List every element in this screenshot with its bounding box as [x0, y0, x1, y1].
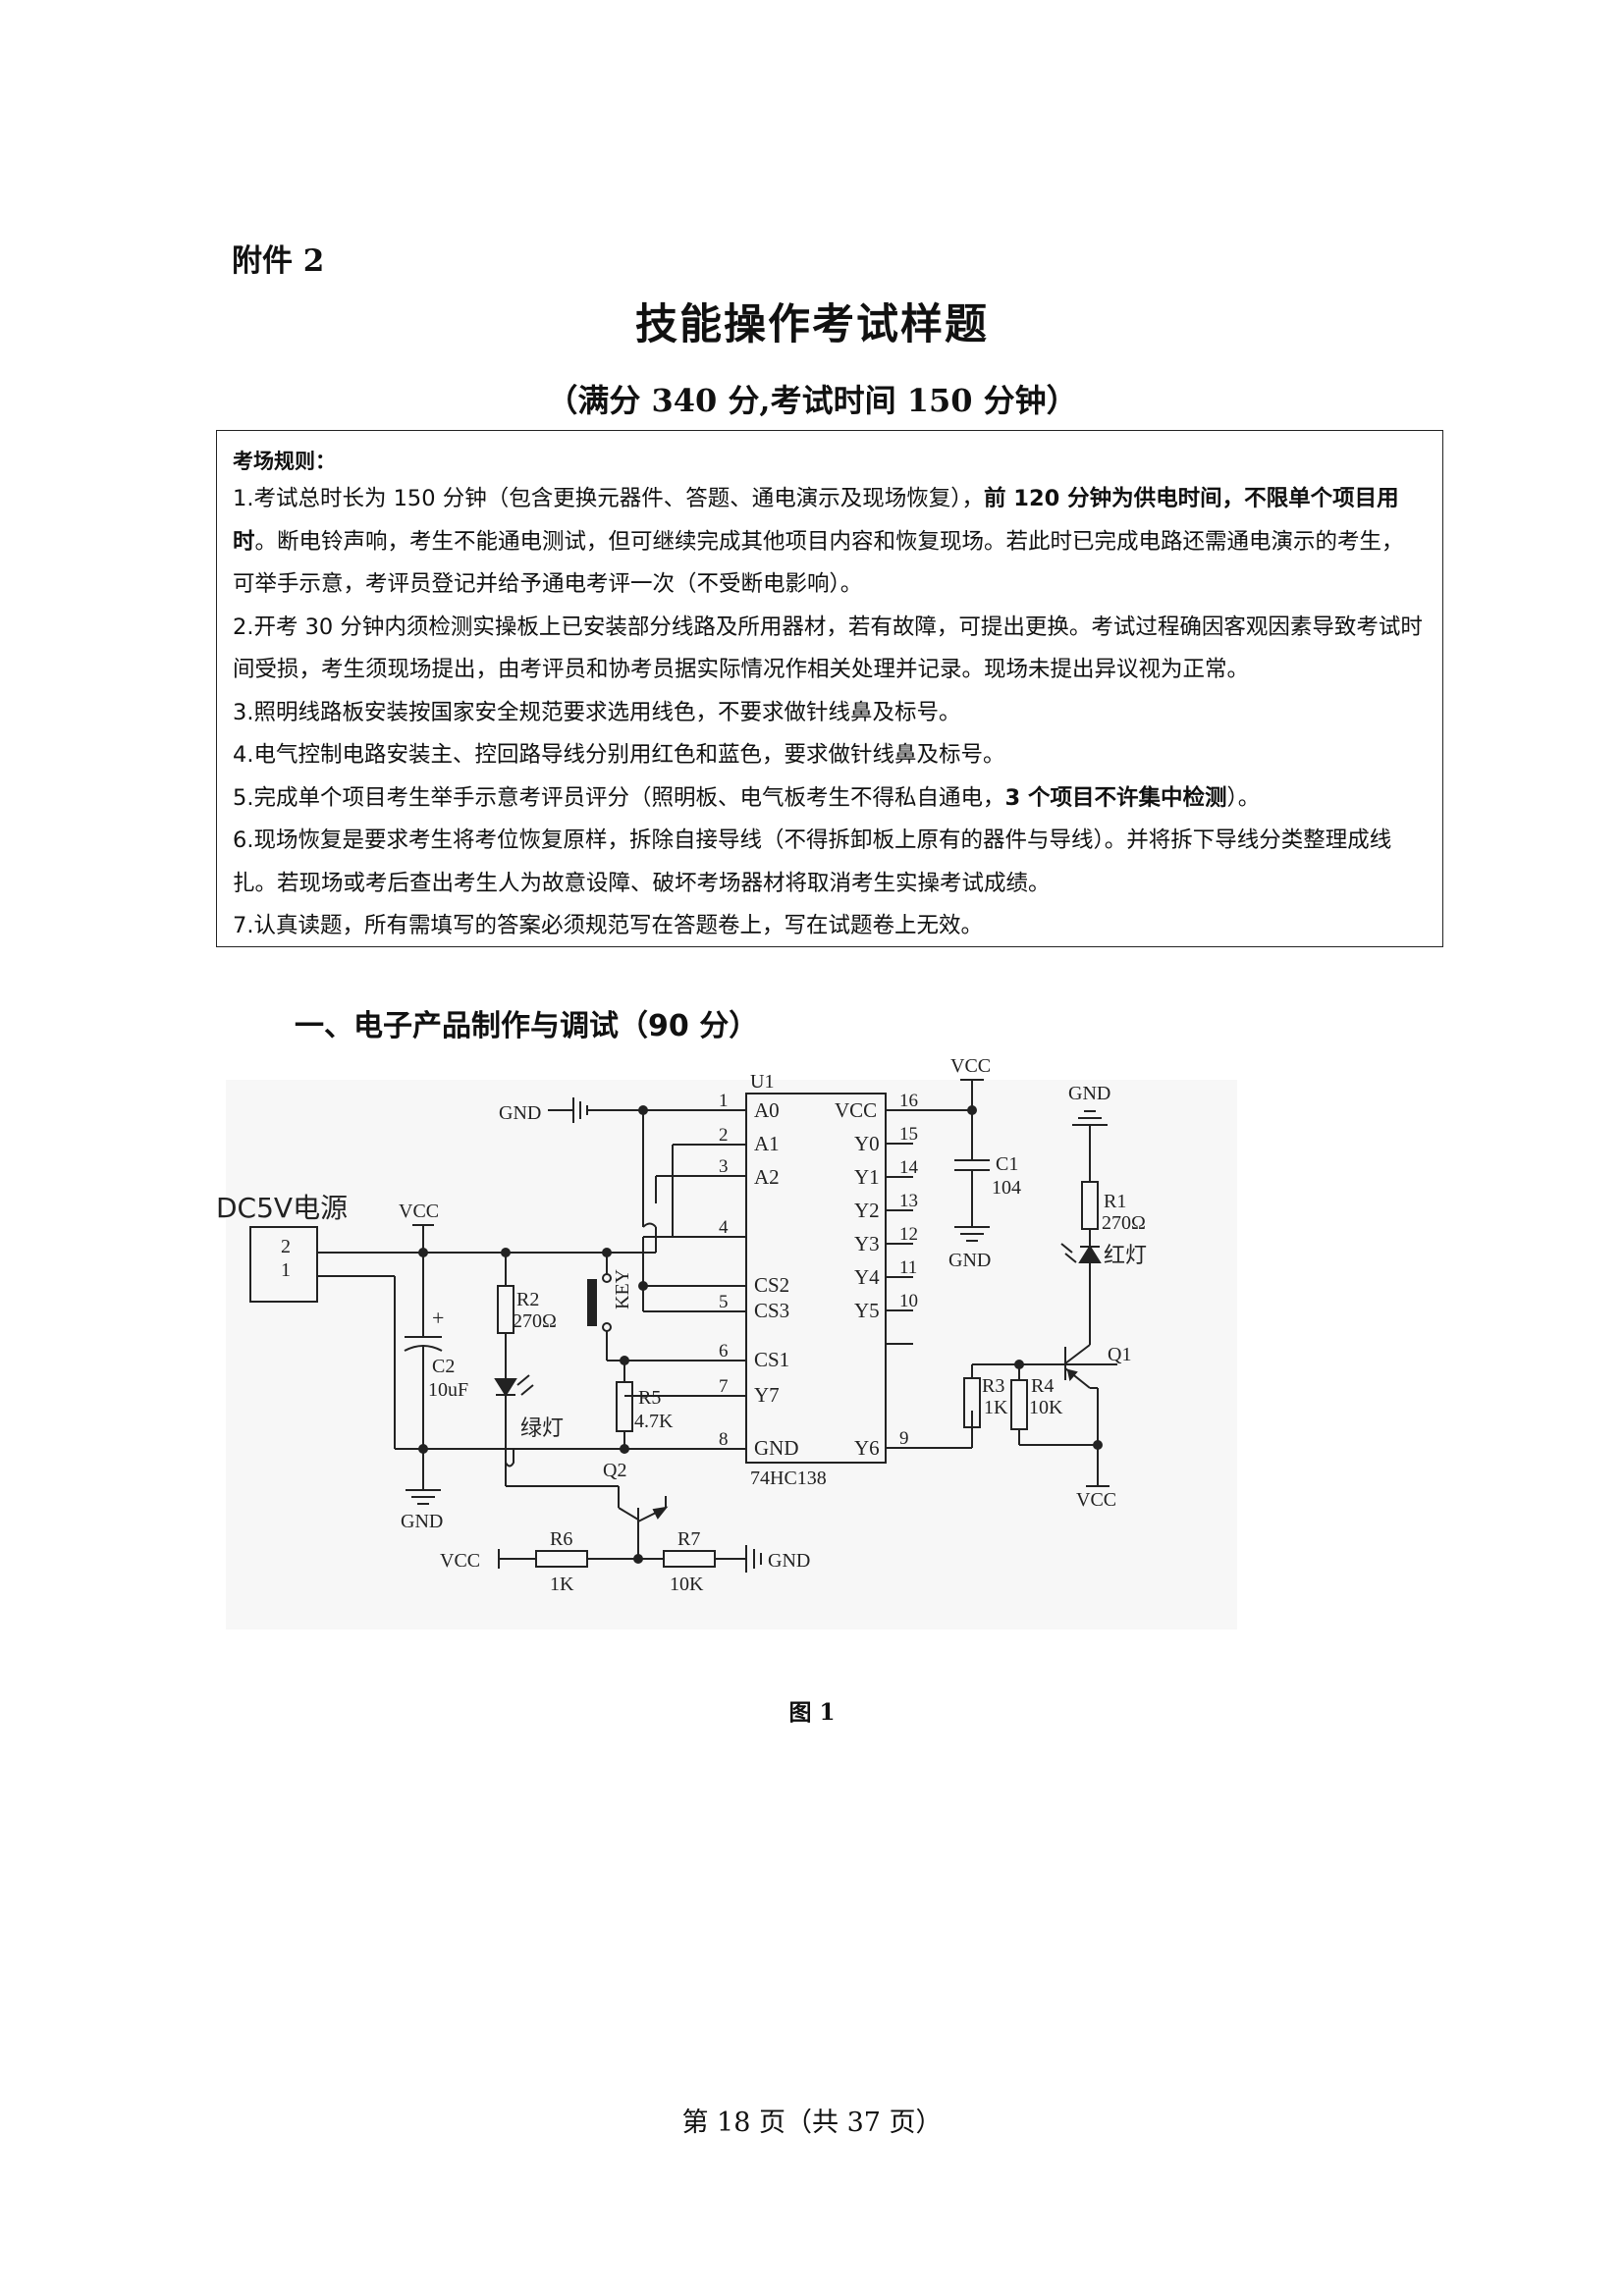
page-title: 技能操作考试样题 — [635, 300, 989, 349]
pin-y1: Y1 — [854, 1165, 880, 1189]
pin-2-num: 2 — [719, 1125, 729, 1146]
r6-name: R6 — [550, 1528, 572, 1550]
r7-name: R7 — [677, 1528, 700, 1550]
r5-name: R5 — [638, 1387, 661, 1409]
pin-8-num: 8 — [719, 1429, 729, 1450]
rule-7: 7.认真读题，所有需填写的答案必须规范写在答题卷上，写在试题卷上无效。 — [233, 913, 983, 938]
vcc-label-4: VCC — [440, 1550, 480, 1572]
section-heading: 一、电子产品制作与调试（90 分） — [295, 1009, 759, 1043]
pin-a2: A2 — [754, 1165, 780, 1189]
pin-13-num: 13 — [899, 1191, 918, 1211]
gnd-label-1: GND — [401, 1511, 443, 1532]
q2-label: Q2 — [603, 1460, 626, 1481]
pin-a1: A1 — [754, 1132, 780, 1155]
q1-label: Q1 — [1108, 1344, 1131, 1365]
pin-a0: A0 — [754, 1098, 780, 1122]
rule-5-text-a: 5.完成单个项目考生举手示意考评员评分（照明板、电气板考生不得私自通电， — [233, 784, 1005, 811]
r1-value: 270Ω — [1102, 1212, 1146, 1234]
pin-y2: Y2 — [854, 1199, 880, 1222]
rule-2: 2.开考 30 分钟内须检测实操板上已安装部分线路及所用器材，若有故障，可提出更… — [233, 614, 1423, 683]
red-led-label: 红灯 — [1104, 1244, 1147, 1268]
rule-6: 6.现场恢复是要求考生将考位恢复原样，拆除自接导线（不得拆卸板上原有的器件与导线… — [233, 828, 1392, 896]
connector-pin-1: 1 — [281, 1259, 291, 1281]
pin-6-num: 6 — [719, 1341, 729, 1362]
c1-name: C1 — [996, 1153, 1018, 1175]
gnd-label-4: GND — [1068, 1083, 1110, 1104]
r2-value: 270Ω — [513, 1310, 557, 1332]
r2-name: R2 — [516, 1289, 539, 1310]
rule-5-emphasis: 3 个项目不许集中检测 — [1004, 784, 1227, 811]
green-led-label: 绿灯 — [520, 1416, 564, 1441]
rule-1-text-a: 1.考试总时长为 150 分钟（包含更换元器件、答题、通电演示及现场恢复）， — [233, 486, 984, 511]
pin-y0: Y0 — [854, 1132, 880, 1155]
pin-y5: Y5 — [854, 1299, 880, 1322]
r6-value: 1K — [550, 1574, 574, 1595]
figure-caption: 图 1 — [788, 1699, 836, 1726]
power-label: DC5V电源 — [216, 1192, 348, 1224]
pin-3-num: 3 — [719, 1156, 729, 1177]
u1-label: U1 — [750, 1071, 774, 1093]
pin-y4: Y4 — [854, 1265, 880, 1289]
pin-7-num: 7 — [719, 1376, 729, 1397]
key-label: KEY — [612, 1269, 633, 1309]
gnd-label-5: GND — [768, 1550, 810, 1572]
u1-left-pins: 1 2 3 4 5 6 7 8 A0 A1 A2 CS2 CS3 CS1 Y7 … — [719, 1091, 799, 1460]
c2-name: C2 — [432, 1356, 455, 1377]
page-subtitle: （满分 340 分,考试时间 150 分钟） — [546, 382, 1078, 419]
rule-5-text-c: ）。 — [1226, 784, 1261, 811]
pin-gnd: GND — [754, 1436, 799, 1460]
pin-vcc: VCC — [835, 1098, 877, 1122]
rules-heading: 考场规则： — [233, 450, 336, 473]
pin-y3: Y3 — [854, 1232, 880, 1255]
exam-rules-box: 考场规则： 1.考试总时长为 150 分钟（包含更换元器件、答题、通电演示及现场… — [216, 430, 1443, 947]
rule-1-emphasis: 前 120 分钟为供电时间，不限单个项目用时 — [233, 486, 1399, 555]
rule-5: 5.完成单个项目考生举手示意考评员评分（照明板、电气板考生不得私自通电，3 个项… — [233, 777, 1425, 821]
r7-value: 10K — [670, 1574, 704, 1595]
connector-pin-2: 2 — [281, 1236, 291, 1257]
pin-cs2: CS2 — [754, 1273, 789, 1297]
c2-value: 10uF — [428, 1379, 468, 1401]
pin-9-num: 9 — [899, 1428, 909, 1449]
gnd-label-2: GND — [499, 1102, 541, 1124]
pin-y7: Y7 — [754, 1383, 780, 1407]
u1-right-pins: VCC Y0 Y1 Y2 Y3 Y4 Y5 Y6 16 15 14 13 12 … — [835, 1091, 919, 1460]
pin-cs3: CS3 — [754, 1299, 789, 1322]
vcc-label-1: VCC — [399, 1201, 439, 1222]
power-connector — [249, 1226, 318, 1303]
pin-1-num: 1 — [719, 1091, 729, 1111]
rule-1-text-c: 。断电铃声响，考生不能通电测试，但可继续完成其他项目内容和恢复现场。若此时已完成… — [233, 528, 1404, 598]
circuit-diagram: DC5V电源 2 1 VCC GND + C2 10uF R2 270Ω 绿灯 … — [216, 1055, 1237, 1629]
pin-5-num: 5 — [719, 1292, 729, 1312]
pin-15-num: 15 — [899, 1124, 918, 1145]
attachment-label: 附件 2 — [232, 243, 325, 279]
pin-4-num: 4 — [719, 1217, 729, 1238]
gnd-label-3: GND — [948, 1250, 991, 1271]
rule-4: 4.电气控制电路安装主、控回路导线分别用红色和蓝色，要求做针线鼻及标号。 — [233, 742, 1005, 768]
c1-value: 104 — [992, 1177, 1021, 1199]
page-number: 第 18 页（共 37 页） — [681, 2108, 943, 2138]
rule-3: 3.照明线路板安装按国家安全规范要求选用线色，不要求做针线鼻及标号。 — [233, 699, 961, 725]
vcc-label-2: VCC — [950, 1055, 991, 1077]
pin-12-num: 12 — [899, 1224, 918, 1245]
r1-name: R1 — [1104, 1191, 1126, 1212]
pin-11-num: 11 — [899, 1257, 917, 1278]
vcc-label-3: VCC — [1076, 1489, 1116, 1511]
pin-14-num: 14 — [899, 1157, 919, 1178]
pin-cs1: CS1 — [754, 1348, 789, 1371]
pin-16-num: 16 — [899, 1091, 918, 1111]
pin-y6: Y6 — [854, 1436, 880, 1460]
c2-plus: + — [432, 1306, 444, 1330]
r4-name: R4 — [1031, 1375, 1054, 1397]
r3-name: R3 — [982, 1375, 1004, 1397]
r5-value: 4.7K — [634, 1411, 674, 1432]
chip-label: 74HC138 — [750, 1468, 827, 1489]
pin-10-num: 10 — [899, 1291, 918, 1311]
r3-value: 1K — [984, 1397, 1008, 1418]
rule-1: 1.考试总时长为 150 分钟（包含更换元器件、答题、通电演示及现场恢复），前 … — [233, 478, 1425, 607]
r4-value: 10K — [1029, 1397, 1063, 1418]
